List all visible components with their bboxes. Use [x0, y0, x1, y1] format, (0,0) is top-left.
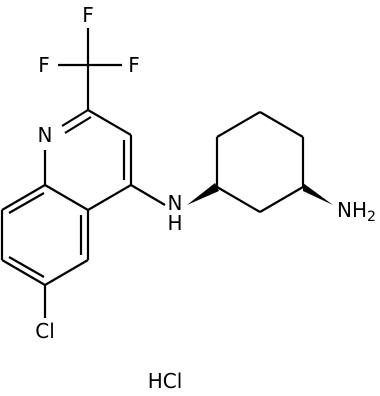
bond-c5-c6-ring [259, 186, 304, 213]
nh2-main: NH [337, 198, 367, 222]
bond-c2-c3 [87, 109, 132, 136]
bond-c4-nh [130, 184, 166, 206]
bond-c2-c3-ring [216, 111, 261, 138]
bond-c7-c6-double [8, 256, 45, 278]
bond-c6-c1-ring [216, 186, 261, 213]
atom-ring-nitrogen: N [38, 123, 53, 147]
atom-chlorine: Cl [35, 319, 55, 343]
atom-fluorine-top: F [82, 3, 94, 27]
bond-n1-c2-double [64, 116, 92, 134]
bond-c8a-c8-double [8, 192, 45, 214]
atom-amine-nh-hydrogen: H [167, 211, 182, 235]
atom-fluorine-right: F [128, 53, 140, 77]
bond-c8a-c8 [1, 184, 46, 211]
wedge-bond-c5-nh2 [303, 183, 333, 205]
bond-c3-c4-ring [259, 111, 304, 138]
atom-amine-nh: N [168, 191, 183, 215]
bond-c4a-c8a [44, 184, 89, 211]
bond-c4-c4a [87, 184, 132, 211]
wedge-bond-nh-c1 [187, 183, 219, 205]
bond-c6-c5 [44, 259, 89, 286]
bond-c7-c6 [1, 259, 46, 286]
nh2-subscript: 2 [367, 209, 376, 225]
salt-label: HCl [148, 369, 183, 393]
bond-n1-c2 [61, 109, 89, 127]
atom-amine-nh2: NH2 [337, 198, 376, 225]
atom-fluorine-left: F [38, 53, 50, 77]
